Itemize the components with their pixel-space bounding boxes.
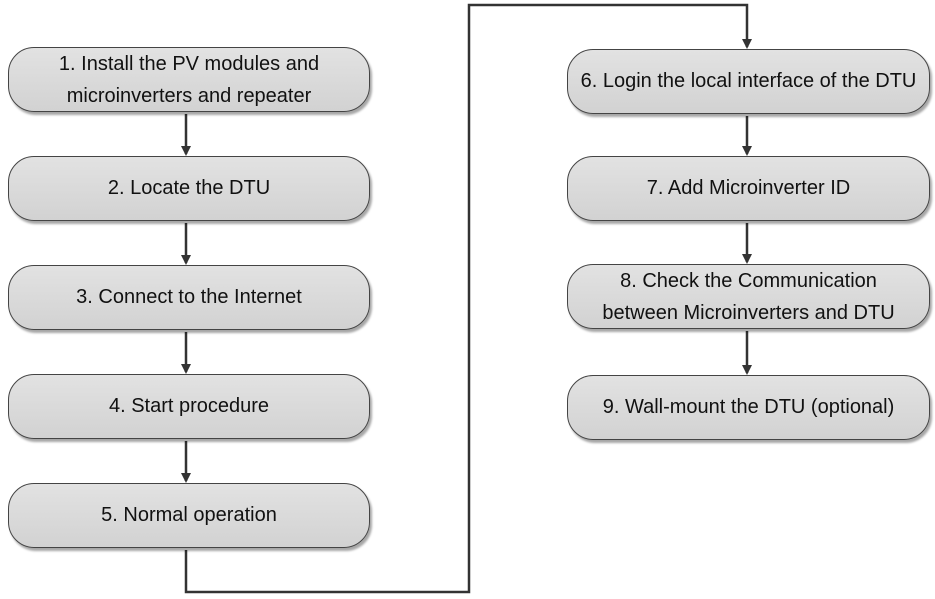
step-start-procedure: 4. Start procedure	[8, 374, 370, 439]
step-1-line-1: 1. Install the PV modules and	[58, 52, 320, 75]
step-wall-mount-dtu: 9. Wall-mount the DTU (optional)	[567, 375, 930, 440]
step-locate-dtu: 2. Locate the DTU	[8, 156, 370, 221]
step-4-label: 4. Start procedure	[108, 395, 270, 417]
step-install-modules: 1. Install the PV modules and microinver…	[8, 47, 370, 112]
step-5-label: 5. Normal operation	[101, 504, 277, 526]
step-6-label: 6. Login the local interface of the DTU	[580, 70, 917, 92]
step-8-line-1: 8. Check the Communication	[620, 269, 877, 292]
step-check-communication: 8. Check the Communication between Micro…	[567, 264, 930, 329]
step-connect-internet: 3. Connect to the Internet	[8, 265, 370, 330]
step-9-label: 9. Wall-mount the DTU (optional)	[602, 396, 895, 418]
connector-5-to-6	[184, 3, 752, 594]
step-1-line-2: microinverters and repeater	[66, 84, 312, 107]
step-login-local-interface: 6. Login the local interface of the DTU	[567, 49, 930, 114]
step-3-label: 3. Connect to the Internet	[76, 286, 302, 308]
step-7-label: 7. Add Microinverter ID	[646, 177, 851, 199]
step-normal-operation: 5. Normal operation	[8, 483, 370, 548]
step-2-label: 2. Locate the DTU	[107, 177, 271, 199]
step-8-line-2: between Microinverters and DTU	[602, 301, 895, 324]
step-add-microinverter-id: 7. Add Microinverter ID	[567, 156, 930, 221]
